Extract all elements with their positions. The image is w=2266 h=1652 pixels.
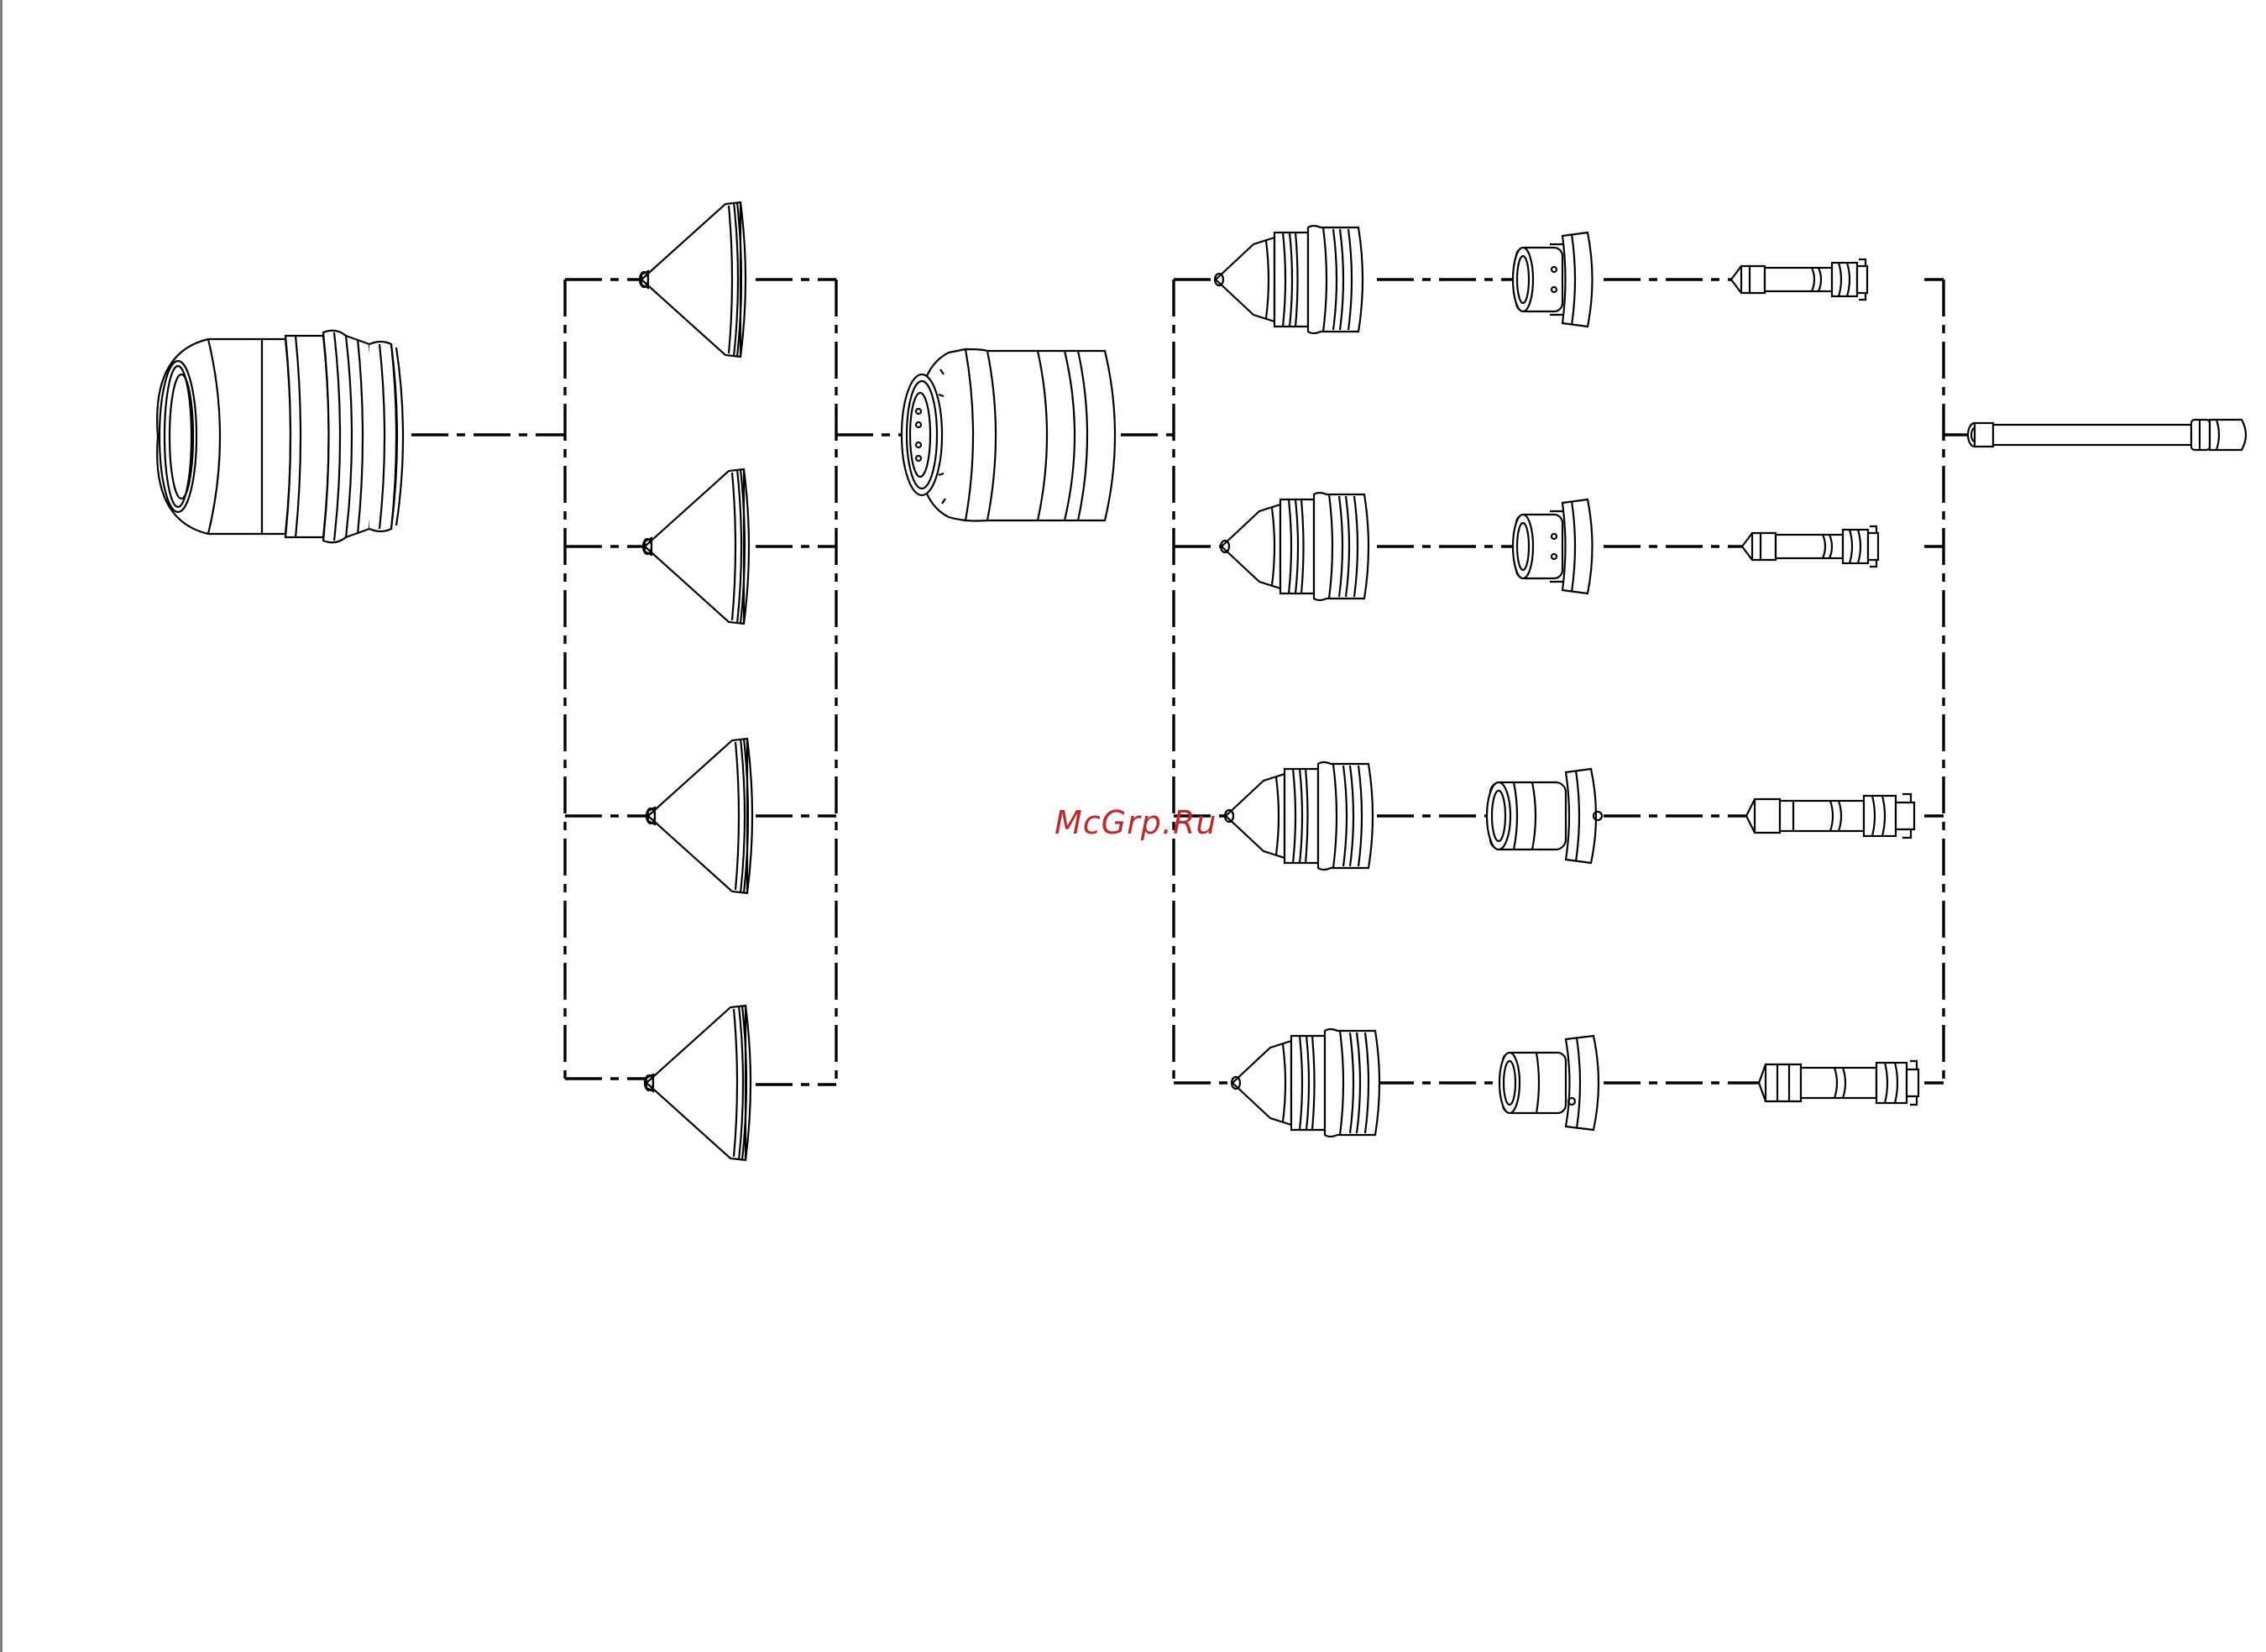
nozzle-4 <box>1232 1029 1379 1137</box>
swirl-ring-4 <box>1499 1036 1599 1130</box>
cartridge-tube <box>1968 420 2246 450</box>
nozzle-2 <box>1221 493 1368 600</box>
electrode-2 <box>1742 526 1878 567</box>
shield-2 <box>643 469 749 624</box>
swirl-ring-retaining-cap <box>902 349 1115 521</box>
electrode-1 <box>1731 259 1867 300</box>
swirl-ring-1 <box>1513 233 1593 327</box>
electrode-4 <box>1759 1061 1918 1105</box>
shield-3 <box>646 739 752 893</box>
swirl-ring-3 <box>1487 769 1602 863</box>
shield-1 <box>640 202 746 357</box>
electrode-3 <box>1746 794 1914 838</box>
watermark-text: McGrp.Ru <box>1055 804 1217 841</box>
shield-4 <box>645 1006 751 1160</box>
retaining-cap <box>157 331 403 543</box>
swirl-ring-2 <box>1513 499 1593 593</box>
nozzle-3 <box>1225 762 1373 870</box>
connector-lines <box>411 280 1969 1087</box>
nozzle-1 <box>1215 226 1363 333</box>
